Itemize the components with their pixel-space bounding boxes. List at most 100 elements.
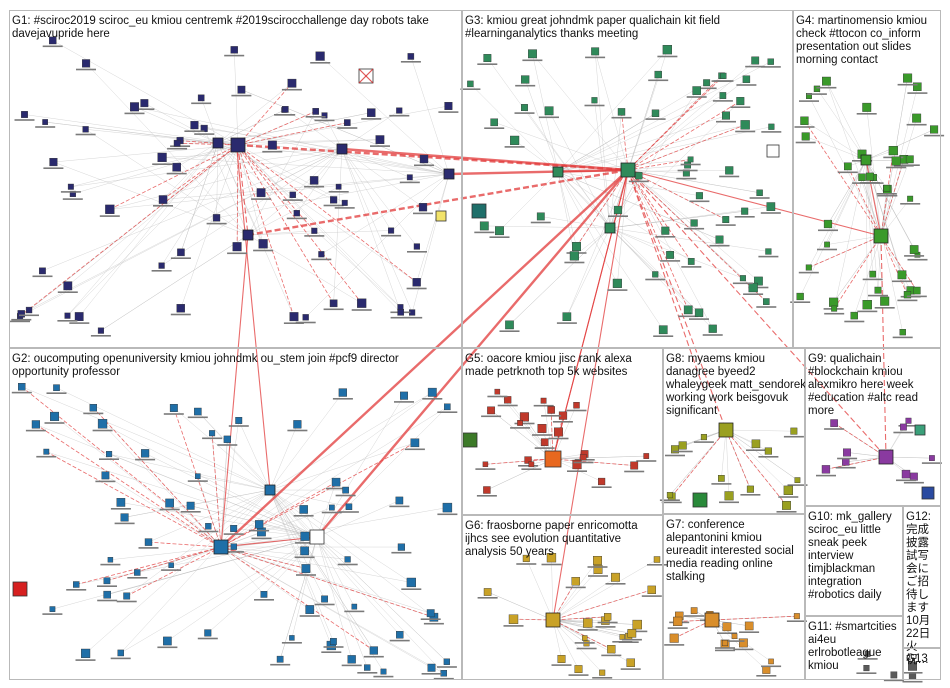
node-g1 <box>197 94 205 102</box>
node-g1 <box>419 154 429 164</box>
edge <box>237 144 264 244</box>
node-caption <box>574 642 595 644</box>
node-caption <box>816 86 837 89</box>
node-caption <box>719 501 739 504</box>
edge <box>557 115 727 173</box>
node-caption <box>305 116 326 118</box>
node-caption <box>883 679 904 682</box>
node-caption <box>676 177 697 180</box>
edge <box>72 144 239 195</box>
node-g2 <box>351 603 358 610</box>
node-caption <box>748 286 769 289</box>
node-g5 <box>504 396 512 404</box>
edge <box>171 546 222 566</box>
node-g1 <box>287 78 297 88</box>
group-cell-g10: G10: mk_gallery sciroc_eu little sneak p… <box>805 506 903 616</box>
node-caption <box>806 93 827 95</box>
edge <box>292 148 343 196</box>
edge <box>514 140 559 173</box>
node-caption <box>565 586 586 589</box>
node-caption <box>607 289 628 291</box>
node-g5 <box>494 388 501 395</box>
node-g3 <box>742 75 751 83</box>
group-label-g4: G4: martinomensio kmiou check #ttocon co… <box>796 15 928 66</box>
node-g2 <box>410 438 420 448</box>
edge <box>557 171 700 196</box>
edge <box>526 558 554 621</box>
node-caption <box>605 583 626 585</box>
node-g2 <box>53 384 60 392</box>
edge-in-group <box>804 120 882 237</box>
node-g3 <box>536 212 545 221</box>
node-g5 <box>483 486 491 494</box>
node-caption <box>420 618 441 620</box>
node-caption <box>709 244 730 247</box>
node-caption <box>628 180 649 183</box>
node-caption <box>745 65 766 68</box>
group-cell-g7: G7: conference alepantonini kmiou euread… <box>663 514 805 680</box>
node-g1 <box>311 227 318 234</box>
node-caption <box>337 127 358 129</box>
node-caption <box>437 411 458 413</box>
node-caption <box>310 62 331 64</box>
node-caption <box>532 434 552 436</box>
hub-node-g1 <box>230 137 246 153</box>
edge <box>552 559 658 621</box>
node-g3 <box>740 120 750 130</box>
edge <box>108 453 318 538</box>
node-g5 <box>580 454 587 461</box>
node-g2 <box>260 591 268 598</box>
edge-in-group <box>19 144 239 317</box>
avatar-node-red <box>12 581 28 597</box>
edge <box>241 89 450 175</box>
node-caption <box>716 120 736 123</box>
edge <box>216 173 450 219</box>
edge <box>109 148 343 210</box>
edge-in-group <box>237 83 293 146</box>
node-caption <box>521 468 542 470</box>
edge-in-group <box>627 100 741 171</box>
node-g3 <box>544 106 554 116</box>
node-g5 <box>540 397 547 404</box>
node-g5 <box>643 453 650 459</box>
node-g8 <box>751 439 761 449</box>
edges-red <box>19 75 918 651</box>
edge <box>316 406 448 538</box>
hub-node-g6 <box>545 612 561 628</box>
edge <box>484 225 611 229</box>
node-g4 <box>801 132 810 141</box>
node-g3 <box>591 97 598 104</box>
group-cell-g13: G13 <box>903 648 941 680</box>
node-caption <box>335 494 356 497</box>
node-caption <box>283 322 304 324</box>
edge-cross-group <box>341 147 629 172</box>
node-g2 <box>123 592 131 600</box>
edge <box>552 569 599 621</box>
node-caption <box>907 258 928 261</box>
node-caption <box>715 224 736 226</box>
node-g1 <box>21 111 28 118</box>
node-caption <box>99 458 119 460</box>
node-g1 <box>232 242 242 252</box>
edge <box>124 489 271 518</box>
edge-in-group <box>552 589 652 621</box>
group-cell-g5: G5: oacore kmiou jisc rank alexa made pe… <box>462 348 663 515</box>
edge <box>833 159 867 309</box>
edge-in-group <box>180 140 239 146</box>
node-caption <box>304 235 325 237</box>
node-caption <box>116 600 137 603</box>
node-g6 <box>557 655 566 663</box>
hub-node-g1 <box>242 229 254 241</box>
edge-in-group <box>674 619 713 639</box>
node-caption <box>904 255 925 257</box>
group-label-g3: G3: kmiou great johndmk paper qualichain… <box>465 15 721 40</box>
edge <box>627 78 747 171</box>
node-caption <box>856 113 877 115</box>
node-g1 <box>397 309 405 316</box>
edge <box>826 235 882 245</box>
node-g3 <box>521 75 530 84</box>
hub-node-g2 <box>264 484 276 496</box>
node-g5 <box>540 438 549 447</box>
edge <box>627 169 687 174</box>
node-caption <box>43 167 64 169</box>
